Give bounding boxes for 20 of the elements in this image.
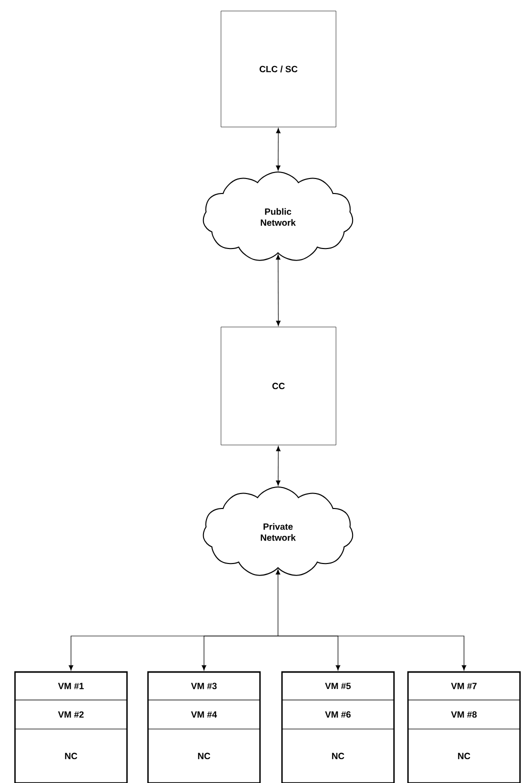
stack-cell: VM #8 — [408, 700, 520, 730]
arrow — [276, 446, 281, 486]
stack-cell: VM #3 — [148, 672, 260, 700]
stack-cell: VM #5 — [282, 672, 394, 700]
stack-cell: VM #2 — [14, 700, 128, 730]
arrow — [276, 569, 280, 636]
stack-cell: NC — [14, 728, 128, 783]
arrow — [278, 636, 466, 670]
stack-cell: NC — [148, 728, 260, 783]
stack-cell: NC — [408, 728, 520, 783]
stack-cell: VM #1 — [14, 672, 128, 700]
stack-cell: VM #7 — [408, 672, 520, 700]
stack-cell: VM #6 — [282, 700, 394, 730]
arrow — [202, 636, 278, 670]
arrow — [276, 128, 281, 171]
stack-cell: NC — [282, 728, 394, 783]
stack-cell: VM #4 — [148, 700, 260, 730]
arrow — [276, 254, 281, 326]
process-box: CLC / SC — [220, 10, 336, 128]
process-box: CC — [220, 326, 336, 446]
